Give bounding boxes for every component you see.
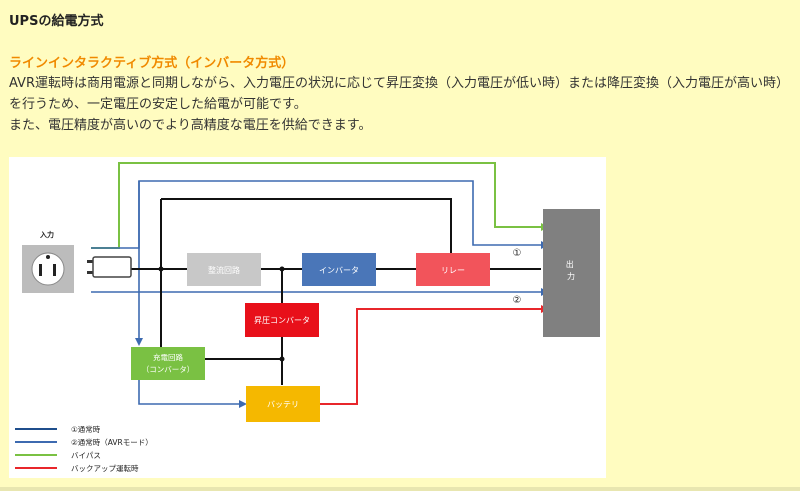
junction-dot (279, 266, 285, 272)
legend-label-bypass: バイパス (71, 451, 101, 460)
charger-feed-arrowhead (135, 338, 143, 346)
section-title: UPSの給電方式 (9, 14, 104, 29)
legend: ①通常時 ②通常時（AVRモード） バイパス バックアップ運転時 (15, 424, 153, 473)
legend-label-avr: ②通常時（AVRモード） (71, 437, 153, 447)
battery-label: バッテリ (267, 400, 299, 409)
booster-block (245, 303, 319, 337)
legend-label-normal: ①通常時 (71, 424, 101, 434)
bottom-divider (0, 487, 800, 491)
junction-dot (158, 266, 164, 272)
legend-label-backup: バックアップ運転時 (71, 464, 139, 473)
charger-block (131, 347, 205, 380)
charger-to-battery-arrowhead (239, 400, 247, 408)
charger-label-line1: 充電回路 (153, 352, 183, 362)
relay-block (416, 253, 490, 286)
output-label: 出 力 (566, 259, 577, 281)
rectifier-label: 整流回路 (208, 265, 240, 275)
junction-dot (279, 356, 285, 362)
battery-block (246, 386, 320, 422)
charger-to-battery-line (138, 378, 239, 405)
description-paragraph: AVR運転時は商用電源と同期しながら、入力電圧の状況に応じて昇圧変換（入力電圧が… (9, 76, 789, 112)
inverter-block (302, 253, 376, 286)
internal-top-line (161, 198, 452, 253)
charger-label-line2: （コンバータ） (142, 365, 195, 374)
outlet-face (31, 252, 65, 286)
path-marker-2: ② (513, 295, 522, 306)
rectifier-block (187, 253, 261, 286)
subheading: ラインインタラクティブ方式（インバータ方式） (9, 56, 295, 71)
output-block (543, 209, 600, 337)
plug-icon (87, 256, 132, 278)
backup-path-line (320, 308, 541, 405)
accuracy-paragraph: また、電圧精度が高いのでより高精度な電圧を供給できます。 (9, 118, 372, 133)
normal-path-line (91, 180, 541, 249)
ups-line-interactive-diagram: 入力 整流回路 インバータ リレー 昇圧コンバータ 充電回路 （コンバータ） バ… (9, 157, 606, 478)
input-label: 入力 (39, 230, 54, 239)
relay-label: リレー (441, 266, 465, 275)
path-marker-1: ① (513, 248, 522, 259)
booster-label: 昇圧コンバータ (254, 316, 310, 325)
inverter-label: インバータ (319, 266, 359, 275)
